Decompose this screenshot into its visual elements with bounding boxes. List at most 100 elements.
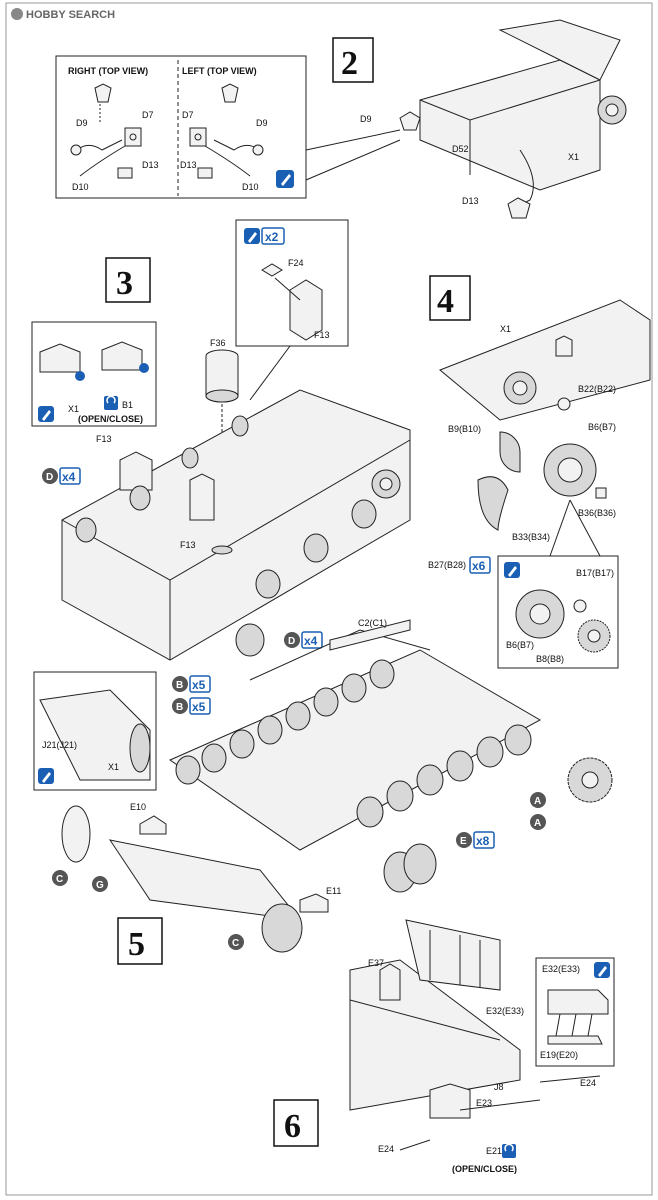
drive-x1-label: X1 bbox=[500, 324, 511, 334]
left-d9-label: D9 bbox=[256, 118, 268, 128]
drive-b27-label: B27(B28) bbox=[428, 560, 466, 570]
f13-part bbox=[289, 279, 323, 341]
e23-label: E23 bbox=[476, 1098, 492, 1108]
hull-f13-lower-label: F13 bbox=[180, 540, 196, 550]
hull-x1-label: X1 bbox=[568, 152, 579, 162]
inset-x1-label: X1 bbox=[68, 404, 79, 414]
marker-d-upper: D x4 bbox=[42, 467, 81, 485]
drive-b33-label: B33(B34) bbox=[512, 532, 550, 542]
c2-label: C2(C1) bbox=[358, 618, 387, 628]
step-3-box bbox=[105, 257, 151, 303]
callout-line bbox=[305, 129, 401, 151]
glue-icon bbox=[276, 170, 294, 188]
left-d10-label: D10 bbox=[242, 182, 259, 192]
bracket-drawing bbox=[547, 989, 609, 1045]
step-2-number: 2 bbox=[341, 45, 358, 82]
step-4-box bbox=[429, 275, 471, 321]
step-2: 2 RIGHT (TOP VIEW) LEFT (TOP VIEW) D9 D7… bbox=[55, 19, 627, 219]
drive-b6-label: B6(B7) bbox=[588, 422, 616, 432]
marker-d-lower: D x4 bbox=[284, 631, 323, 649]
right-d9-label: D9 bbox=[76, 118, 88, 128]
e21-label: E21 bbox=[486, 1146, 502, 1156]
e11-label: E11 bbox=[326, 886, 341, 896]
marker-a-letter: A bbox=[534, 796, 541, 807]
inset-e32-label: E32(E33) bbox=[542, 964, 580, 974]
j8-label: J8 bbox=[494, 1082, 504, 1092]
hull-rear-drawing bbox=[399, 19, 627, 219]
road-wheel-row-upper bbox=[175, 659, 395, 785]
step-3: 3 x2 F24 F13 X1 B1 (OPEN/CLOSE) bbox=[31, 219, 411, 661]
marker-d-qty: x4 bbox=[62, 470, 76, 484]
lower-hull-drawing bbox=[61, 389, 411, 661]
hull-d52-label: D52 bbox=[452, 144, 469, 154]
callout-line bbox=[305, 139, 401, 181]
step-4: 4 X1 B22(B22) B9(B10) B6(B7) B36(B36) B3… bbox=[428, 275, 651, 669]
marker-a: A bbox=[530, 814, 546, 830]
inset-f24-label: F24 bbox=[288, 258, 304, 268]
marker-b-qty: x5 bbox=[192, 678, 206, 692]
watermark-text: HOBBY SEARCH bbox=[26, 9, 115, 21]
hull-d13-label: D13 bbox=[462, 196, 479, 206]
final-drive-drawing bbox=[439, 299, 651, 531]
step-2-box bbox=[332, 37, 374, 83]
step-5-box bbox=[117, 917, 163, 965]
marker-d-letter: D bbox=[46, 472, 53, 483]
inset-b1-label: B1 bbox=[122, 400, 133, 410]
e24-right-label: E24 bbox=[580, 1078, 596, 1088]
watermark: HOBBY SEARCH bbox=[11, 8, 115, 21]
left-d7-label: D7 bbox=[182, 110, 194, 120]
inset-b6-label: B6(B7) bbox=[506, 640, 534, 650]
marker-a-paren: A bbox=[530, 792, 546, 808]
step-6-number: 6 bbox=[284, 1108, 301, 1145]
drive-b9-label: B9(B10) bbox=[448, 424, 481, 434]
marker-b: B x5 bbox=[172, 675, 211, 693]
inset-j21-label: J21(J21) bbox=[42, 740, 77, 750]
inset-x2-label: x2 bbox=[265, 230, 279, 244]
left-hook-assembly bbox=[189, 83, 264, 179]
drive-b22-label: B22(B22) bbox=[578, 384, 616, 394]
step-5: 5 J21(J21) X1 bbox=[33, 618, 613, 965]
drive-x6-label: x6 bbox=[472, 559, 486, 573]
glue-icon bbox=[38, 406, 54, 422]
marker-b-qty: x5 bbox=[192, 700, 206, 714]
road-wheel-group bbox=[75, 415, 377, 657]
glue-icon bbox=[504, 562, 520, 578]
glue-icon bbox=[38, 768, 54, 784]
open-close-icon bbox=[502, 1143, 516, 1158]
step-6: 6 E37 E32(E33) J8 E23 E24 E24 E21 (OPEN/… bbox=[273, 919, 615, 1174]
right-view-label: RIGHT (TOP VIEW) bbox=[68, 66, 148, 76]
drive-b36-label: B36(B36) bbox=[578, 508, 616, 518]
step-4-number: 4 bbox=[437, 283, 454, 320]
sprocket-drawing bbox=[515, 589, 611, 653]
hatch-assembly bbox=[39, 341, 149, 381]
running-gear-drawing bbox=[61, 619, 613, 953]
right-d13-label: D13 bbox=[142, 160, 159, 170]
e21-open-close-label: (OPEN/CLOSE) bbox=[452, 1164, 517, 1174]
marker-c-letter: C bbox=[56, 874, 63, 885]
inset-x1-label: X1 bbox=[108, 762, 119, 772]
step-2-inset bbox=[55, 55, 307, 199]
e32-label: E32(E33) bbox=[486, 1006, 524, 1016]
f24-part bbox=[261, 263, 283, 277]
marker-e-qty: x8 bbox=[476, 834, 490, 848]
marker-d-letter: D bbox=[288, 636, 295, 647]
marker-c-left: C bbox=[52, 870, 68, 886]
page-border bbox=[5, 2, 653, 1196]
e24-left-label: E24 bbox=[378, 1144, 394, 1154]
hull-f13-label: F13 bbox=[96, 434, 112, 444]
step-5-number: 5 bbox=[128, 926, 145, 963]
qty-badge: x6 bbox=[469, 556, 491, 574]
inset-b8-label: B8(B8) bbox=[536, 654, 564, 664]
marker-c-letter: C bbox=[232, 938, 239, 949]
marker-e: E x8 bbox=[456, 831, 495, 849]
step-3-number: 3 bbox=[116, 265, 133, 302]
marker-g-letter: G bbox=[96, 880, 104, 891]
glue-icon bbox=[594, 962, 610, 978]
marker-a-letter: A bbox=[534, 818, 541, 829]
marker-d-qty: x4 bbox=[304, 634, 318, 648]
e10-label: E10 bbox=[130, 802, 146, 812]
right-d10-label: D10 bbox=[72, 182, 89, 192]
inset-f13-label: F13 bbox=[314, 330, 330, 340]
f36-label: F36 bbox=[210, 338, 226, 348]
